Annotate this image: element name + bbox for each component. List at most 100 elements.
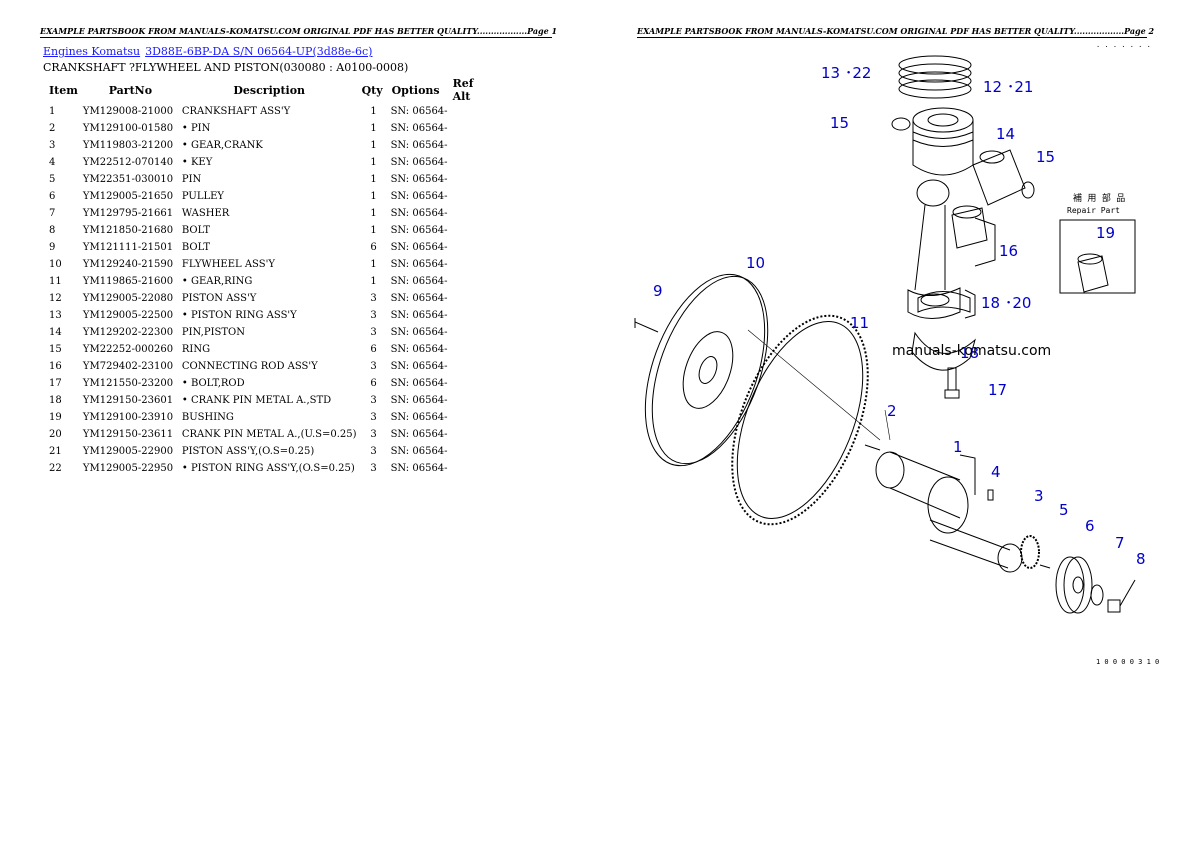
callout-8: 8: [1136, 550, 1146, 568]
cell-refalt: [450, 375, 496, 392]
cell-description: • PISTON RING ASS'Y,(O.S=0.25): [181, 463, 355, 474]
cell-partno: YM119803-21200: [82, 140, 174, 151]
cell-item: 21: [49, 446, 62, 457]
cell-qty: 3: [370, 463, 377, 474]
col-description: Description: [233, 83, 306, 97]
cell-partno: YM121850-21680: [82, 225, 174, 236]
callout-18-20: 18 ･20: [981, 294, 1031, 312]
cell-partno: YM129100-01580: [82, 123, 174, 134]
cell-item: 16: [49, 361, 62, 372]
snap-ring-left: [891, 117, 911, 131]
col-qty: Qty: [361, 83, 383, 97]
cell-options: SN: 06564-: [390, 378, 448, 389]
cell-options: SN: 06564-: [390, 123, 448, 134]
cell-options: SN: 06564-: [390, 174, 448, 185]
cell-options: SN: 06564-: [390, 106, 448, 117]
repair-part-box: [1059, 219, 1136, 294]
cell-item: 15: [49, 344, 62, 355]
cell-refalt: [450, 120, 496, 137]
cell-options: SN: 06564-: [390, 259, 448, 270]
callout-15b: 15: [1036, 148, 1055, 166]
cell-qty: 1: [370, 276, 377, 287]
breadcrumb-link-model[interactable]: 3D88E-6BP-DA S/N 06564-UP(3d88e-6c): [145, 45, 373, 58]
cell-refalt: [450, 341, 496, 358]
cell-description: • GEAR,CRANK: [181, 140, 263, 151]
cell-options: SN: 06564-: [390, 157, 448, 168]
flywheel: [644, 273, 769, 467]
cell-description: • PIN: [181, 123, 211, 134]
key-part: [987, 489, 994, 501]
cell-qty: 3: [370, 412, 377, 423]
cell-item: 6: [49, 191, 56, 202]
repair-part-label: Repair Part: [1067, 206, 1120, 215]
callout-19: 19: [1096, 224, 1115, 242]
connecting-rod: [907, 179, 961, 319]
cell-description: PISTON ASS'Y,(O.S=0.25): [181, 446, 315, 457]
page-header-2: EXAMPLE PARTSBOOK FROM MANUALS-KOMATSU.C…: [637, 26, 1155, 38]
parts-diagram: 13 ･22 12 ･21 15 14 15 16 19 18 ･20 10 9…: [634, 41, 1159, 666]
rod-cap: [911, 331, 976, 371]
pin-part: [1039, 564, 1051, 569]
cell-description: CRANKSHAFT ASS'Y: [181, 106, 291, 117]
cell-description: • KEY: [181, 157, 213, 168]
cell-qty: 1: [370, 225, 377, 236]
cell-options: SN: 06564-: [390, 191, 448, 202]
callout-15a: 15: [830, 114, 849, 132]
cell-options: SN: 06564-: [390, 310, 448, 321]
cell-item: 8: [49, 225, 56, 236]
cell-partno: YM22512-070140: [82, 157, 174, 168]
callout-17: 17: [988, 381, 1007, 399]
cell-description: • BOLT,ROD: [181, 378, 245, 389]
cell-partno: YM129150-23601: [82, 395, 174, 406]
cell-description: FLYWHEEL ASS'Y: [181, 259, 275, 270]
cell-item: 7: [49, 208, 56, 219]
cell-description: BOLT: [181, 242, 211, 253]
cell-description: BUSHING: [181, 412, 234, 423]
cell-qty: 1: [370, 123, 377, 134]
cell-description: PIN: [181, 174, 202, 185]
cell-partno: YM121550-23200: [82, 378, 174, 389]
page-title: CRANKSHAFT ?FLYWHEEL AND PISTON(030080 :…: [43, 61, 409, 74]
cell-refalt: [450, 256, 496, 273]
cell-refalt: [450, 222, 496, 239]
pulley: [1055, 556, 1093, 614]
callout-11: 11: [850, 314, 869, 332]
table-header-row: Item PartNo Description Qty Options Ref …: [43, 77, 496, 103]
cell-qty: 3: [370, 293, 377, 304]
cell-refalt: [450, 154, 496, 171]
cell-item: 22: [49, 463, 62, 474]
cell-options: SN: 06564-: [390, 293, 448, 304]
cell-options: SN: 06564-: [390, 208, 448, 219]
cell-description: • CRANK PIN METAL A.,STD: [181, 395, 332, 406]
cell-partno: YM22351-030010: [82, 174, 174, 185]
cell-item: 9: [49, 242, 56, 253]
cell-refalt: [450, 290, 496, 307]
crank-pin-metal: [917, 291, 971, 313]
callout-3: 3: [1034, 487, 1044, 505]
cell-partno: YM22252-000260: [82, 344, 174, 355]
cell-refalt: [450, 307, 496, 324]
cell-qty: 3: [370, 429, 377, 440]
cell-item: 12: [49, 293, 62, 304]
cell-refalt: [450, 426, 496, 443]
piston: [912, 107, 974, 176]
cell-options: SN: 06564-: [390, 429, 448, 440]
pulley-bolt: [1107, 579, 1136, 613]
page-header-1: EXAMPLE PARTSBOOK FROM MANUALS-KOMATSU.C…: [40, 26, 558, 38]
cell-description: PIN,PISTON: [181, 327, 245, 338]
cell-qty: 1: [370, 208, 377, 219]
crankshaft: [875, 451, 1023, 573]
crank-gear: [1020, 535, 1040, 569]
cell-description: RING: [181, 344, 211, 355]
breadcrumb-link-engines[interactable]: Engines Komatsu: [43, 45, 141, 58]
cell-refalt: [450, 171, 496, 188]
